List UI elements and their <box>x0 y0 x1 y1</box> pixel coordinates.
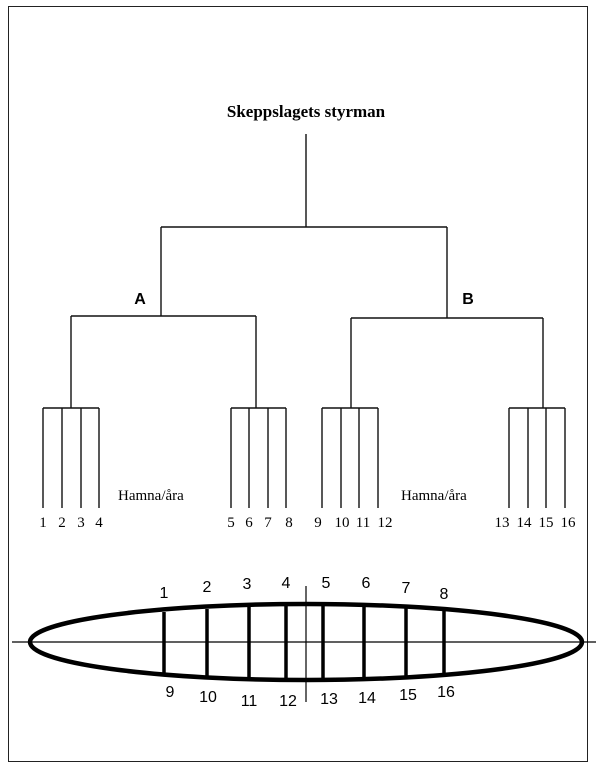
tree-number: 2 <box>58 515 66 531</box>
tree-oar-numbers: 1 2 3 4 5 6 7 8 9 10 11 12 13 14 15 16 <box>39 515 576 531</box>
oar-fork-group-4 <box>508 407 566 508</box>
group-a-label: A <box>134 291 146 308</box>
tree-number: 11 <box>356 515 370 531</box>
oar-fork-group-1 <box>42 407 100 508</box>
boat-number: 15 <box>399 687 417 704</box>
oar-fork-group-3 <box>321 407 379 508</box>
boat-number: 8 <box>440 586 449 603</box>
tree-number: 9 <box>314 515 322 531</box>
boat-number: 16 <box>437 684 455 701</box>
tree-number: 7 <box>264 515 272 531</box>
diagram-title: Skeppslagets styrman <box>227 102 386 121</box>
boat-number: 10 <box>199 689 217 706</box>
boat-number: 5 <box>322 575 331 592</box>
tree-number: 8 <box>285 515 293 531</box>
tree-number: 13 <box>495 515 510 531</box>
boat-number: 1 <box>160 585 169 602</box>
boat-number: 9 <box>166 684 175 701</box>
tree-number: 4 <box>95 515 103 531</box>
tree-number: 3 <box>77 515 85 531</box>
boat-number: 2 <box>203 579 212 596</box>
tree-number: 5 <box>227 515 235 531</box>
hierarchy-tree <box>70 134 544 408</box>
boat-number: 13 <box>320 691 338 708</box>
tree-number: 10 <box>335 515 350 531</box>
boat-number: 4 <box>282 575 291 592</box>
boat-number: 6 <box>362 575 371 592</box>
tree-number: 14 <box>517 515 533 531</box>
oar-fork-group-2 <box>230 407 287 508</box>
boat-top-numbers: 1 2 3 4 5 6 7 8 <box>160 575 449 603</box>
boat-number: 11 <box>241 693 258 710</box>
boat-number: 7 <box>402 580 411 597</box>
figure-frame <box>8 6 588 762</box>
oar-label-right: Hamna/åra <box>401 488 467 504</box>
tree-number: 1 <box>39 515 47 531</box>
boat-number: 12 <box>279 693 297 710</box>
group-b-label: B <box>462 291 474 308</box>
tree-number: 12 <box>378 515 393 531</box>
tree-number: 16 <box>561 515 577 531</box>
boat-bottom-numbers: 9 10 11 12 13 14 15 16 <box>166 684 455 710</box>
boat-number: 14 <box>358 690 376 707</box>
tree-number: 6 <box>245 515 253 531</box>
boat-number: 3 <box>243 576 252 593</box>
boat-thwarts <box>162 605 446 680</box>
tree-number: 15 <box>539 515 554 531</box>
boat-plan <box>12 586 596 702</box>
oar-label-left: Hamna/åra <box>118 488 184 504</box>
